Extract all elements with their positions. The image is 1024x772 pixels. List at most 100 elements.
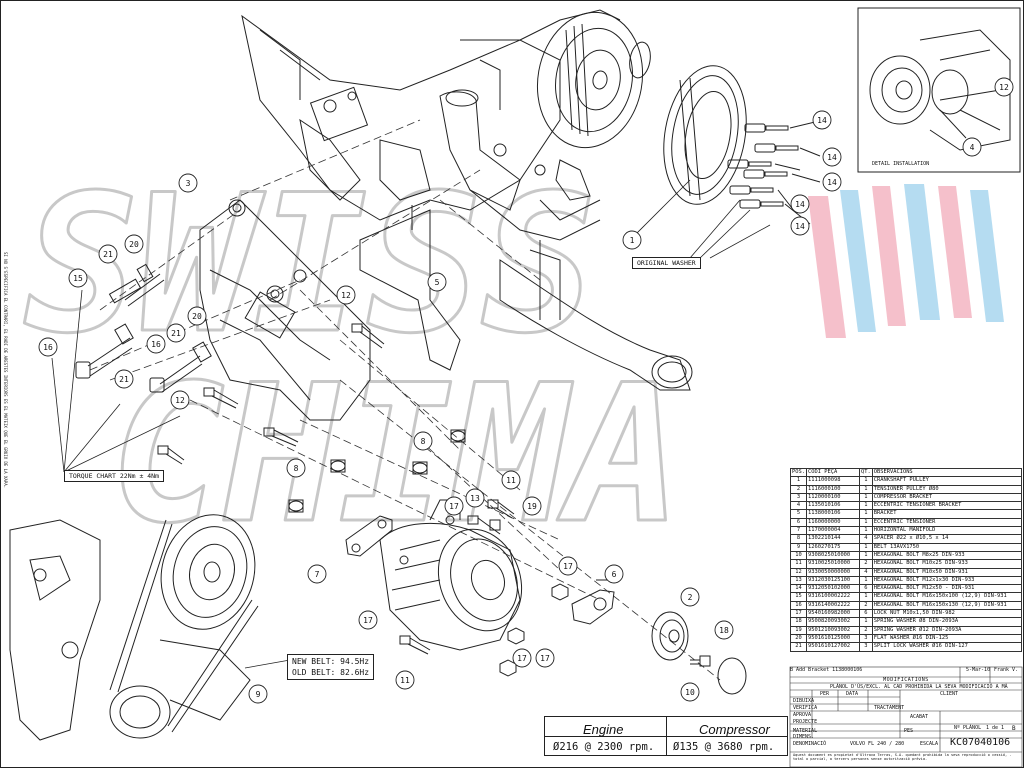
bom-description: SPACER Ø22 x Ø10,5 x 14 [871,534,1023,544]
bom-code: 9310025010000 [805,559,860,569]
bom-code: 1160000000 [805,517,860,528]
verifica-label: VERIFICA [793,705,818,711]
compressor-speed-value: Ø135 @ 3680 rpm. [673,741,775,753]
crankshaft-pulley [663,65,747,205]
bom-code: 1138000106 [805,509,860,519]
callout-3: 3 [186,179,191,188]
tractament-label: TRACTAMENT [874,705,905,711]
callout-14b: 14 [827,153,837,162]
watermark: SWISS CHIMA [23,153,684,567]
bom-pos: 10 [790,550,807,561]
revision-date: 5-Mar-10 [966,667,991,673]
bom-pos: 15 [790,592,807,602]
crankshaft-bolts [727,121,821,225]
compressor-header: Compressor [699,722,770,737]
bom-qty: 1 [858,484,873,494]
bom-qty: 2 [858,559,873,569]
bom-code: 9308025010000 [805,550,860,561]
pulley-bolt [690,655,747,695]
callout-16a: 16 [43,343,53,352]
callout-21b: 21 [119,375,129,384]
material-label: MATERIAL [793,728,818,734]
callout-numbers: 1 2 3 4 5 6 7 8 8 9 10 11 11 12 12 12 13… [43,83,1009,699]
bom-pos: 6 [790,517,807,528]
bom-qty: 1 [858,501,873,511]
bom-description: COMPRESSOR BRACKET [871,492,1023,503]
projecte-label: PROJECTE [793,719,818,725]
callout-21c: 21 [171,329,181,338]
bracket-5 [359,205,461,371]
bom-code: 1302210144 [805,534,860,544]
side-note: SI NO S'ESPECIFICA EL CONTRARI, EL RADI … [2,252,8,498]
revision-letter: B [1012,725,1016,732]
bom-code: 9501610125000 [805,633,860,644]
bom-code: 1120000100 [805,492,860,503]
callout-4: 4 [970,143,975,152]
bom-qty: 1 [858,617,873,627]
callout-13: 13 [470,494,480,503]
bom-code: 9500820093002 [805,617,860,627]
bom-code: 9501210093002 [805,625,860,635]
bom-code: 9316140002222 [805,600,860,611]
bom-qty: 1 [858,476,873,486]
callout-17c: 17 [363,616,373,625]
bom-description: TENSIONER PULLEY Ø80 [871,484,1023,494]
pulley-speed-table: Engine Compressor Ø216 @ 2300 rpm. Ø135 … [544,716,788,756]
revision-modifications: MODIFICATIONS [883,677,929,683]
bolts-12 [157,323,385,465]
callout-2: 2 [688,593,693,602]
drawing-code: KC07040106 [950,737,1011,748]
manifold-pipe [499,240,693,391]
bom-pos: 8 [790,534,807,544]
client-label: CLIENT [940,691,959,697]
bom-code: 1116000100 [805,484,860,494]
bom-code: 1111000098 [805,476,860,486]
bom-description: HEXAGONAL BOLT M10x50 DIN-931 [871,567,1023,577]
revision-row-text: B Add Bracket 1138000106 [790,667,863,673]
bom-pos: 16 [790,600,807,611]
callout-14a: 14 [817,116,827,125]
bom-qty: 2 [858,600,873,611]
bom-header-code: CODI PEÇA [805,467,860,478]
callout-10: 10 [685,688,695,697]
callout-12a: 12 [341,291,351,300]
bracket-bolts-left [75,263,212,393]
callout-17a: 17 [449,502,459,511]
title-block-grid [789,666,1023,768]
data-label: DATA [846,691,859,697]
bom-qty: 3 [858,642,873,652]
bom-qty: 3 [858,633,873,644]
tensioner-pulley [651,611,689,661]
per-label: PER [820,691,830,697]
warning-text: PLÀNOL D'ÚS/EXCL. AL CAD PROHIBIDA LA SE… [830,684,1008,690]
callout-6: 6 [612,570,617,579]
callout-14c: 14 [827,178,837,187]
bom-qty: 4 [858,534,873,544]
spacers-8 [288,429,466,513]
callout-19: 19 [527,502,537,511]
bom-pos: 21 [790,642,807,652]
callout-14d: 14 [795,200,805,209]
callout-18: 18 [719,626,729,635]
detail-installation-view [857,7,1021,173]
bom-qty: 6 [858,584,873,594]
bom-code: 9312030125100 [805,575,860,586]
bom-description: LOCK NUT M10x1,50 DIN-982 [871,609,1023,619]
bom-header-notes: OBSERVACIONS [871,467,1023,478]
bom-description: HEXAGONAL BOLT M16x150x100 (12,9) DIN-93… [871,592,1023,602]
engine-header: Engine [583,722,624,737]
callout-14e: 14 [795,222,805,231]
bom-pos: 3 [790,492,807,503]
